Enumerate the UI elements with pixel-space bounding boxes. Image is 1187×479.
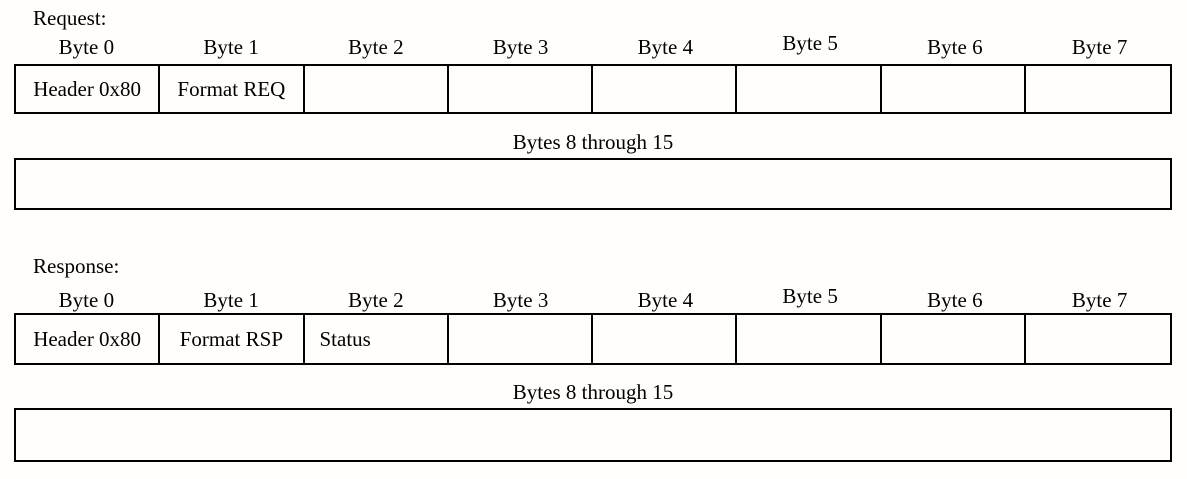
request-bytes-8-15-box [14,158,1172,210]
request-label: Request: [33,6,107,30]
response-cell-byte0: Header 0x80 [16,315,161,363]
request-cell-byte1: Format REQ [160,66,305,112]
request-cell-byte6 [882,66,1026,112]
request-byte-header-7: Byte 7 [1071,35,1128,59]
response-byte-header-3: Byte 3 [492,288,549,312]
response-cell-byte5 [737,315,882,363]
request-byte-header-3: Byte 3 [492,35,549,59]
request-byte-header-0: Byte 0 [58,35,115,59]
response-byte-header-7: Byte 7 [1071,288,1128,312]
request-cell-byte4 [593,66,738,112]
response-cell-byte2: Status [305,315,449,363]
request-byte-header-1: Byte 1 [203,35,259,59]
response-byte-header-0: Byte 0 [58,288,115,312]
response-byte-headers: Byte 0 Byte 1 Byte 2 Byte 3 Byte 4 Byte … [14,285,1172,312]
request-bytes-8-15-caption: Bytes 8 through 15 [512,130,674,154]
request-byte-headers: Byte 0 Byte 1 Byte 2 Byte 3 Byte 4 Byte … [14,32,1172,59]
request-byte-header-6: Byte 6 [927,35,983,59]
response-cell-byte7 [1026,315,1170,363]
response-cell-byte6 [882,315,1026,363]
request-cell-byte3 [449,66,593,112]
request-cell-byte2 [305,66,449,112]
response-byte-header-5: Byte 5 [782,284,838,308]
response-cell-byte1: Format RSP [160,315,305,363]
response-byte-header-6: Byte 6 [927,288,983,312]
request-cell-byte0: Header 0x80 [16,66,161,112]
response-bytes-8-15-caption: Bytes 8 through 15 [512,380,674,404]
request-byte-header-4: Byte 4 [637,35,694,59]
response-cell-byte3 [449,315,593,363]
request-cell-byte7 [1026,66,1170,112]
response-byte-header-2: Byte 2 [348,288,404,312]
request-byte-row: Header 0x80 Format REQ [14,64,1172,114]
request-cell-byte5 [737,66,882,112]
response-byte-row: Header 0x80 Format RSP Status [14,313,1172,365]
response-bytes-8-15-box [14,408,1172,462]
response-byte-header-4: Byte 4 [637,288,694,312]
request-byte-header-2: Byte 2 [348,35,404,59]
response-cell-byte4 [593,315,738,363]
response-byte-header-1: Byte 1 [203,288,259,312]
request-byte-header-5: Byte 5 [782,31,838,55]
response-label: Response: [33,254,120,278]
